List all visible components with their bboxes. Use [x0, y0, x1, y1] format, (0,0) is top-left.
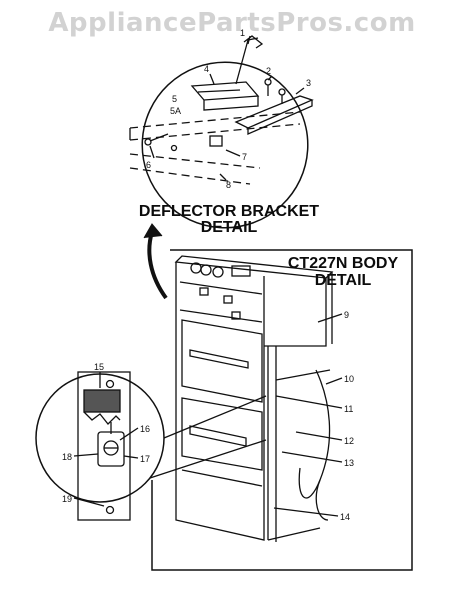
watermark: AppliancePartsPros.com — [48, 8, 416, 38]
deflector-title-line1: DEFLECTOR BRACKET — [138, 203, 320, 220]
callout-3: 3 — [306, 78, 311, 88]
thermostat-plate — [77, 371, 131, 521]
lower-oven-door — [181, 397, 263, 471]
callout-16: 16 — [140, 424, 150, 434]
callout-9: 9 — [344, 310, 349, 320]
panel-part — [129, 111, 301, 129]
body-detail-frame — [151, 249, 413, 571]
callout-12: 12 — [344, 436, 354, 446]
callout-10: 10 — [344, 374, 354, 384]
screw-part — [170, 144, 178, 152]
callout-15: 15 — [94, 362, 104, 372]
clip-part — [209, 135, 223, 147]
body-title-line1: CT227N BODY — [287, 255, 399, 272]
body-title-line2: DETAIL — [314, 272, 372, 289]
callout-14: 14 — [340, 512, 350, 522]
upper-oven-door — [181, 319, 263, 403]
screw-part — [144, 138, 152, 146]
deflector-title-line2: DETAIL — [200, 219, 258, 236]
callout-6: 6 — [146, 160, 151, 170]
deflector-detail-circle — [141, 61, 309, 229]
callout-5a: 5A — [170, 106, 181, 116]
callout-18: 18 — [62, 452, 72, 462]
callout-17: 17 — [140, 454, 150, 464]
callout-4: 4 — [204, 64, 209, 74]
callout-8: 8 — [226, 180, 231, 190]
callout-5: 5 — [172, 94, 177, 104]
cable — [298, 369, 331, 499]
callout-1: 1 — [240, 28, 245, 38]
thermostat — [97, 431, 125, 467]
callout-7: 7 — [242, 152, 247, 162]
screw-part — [278, 88, 286, 96]
callout-11: 11 — [344, 404, 353, 414]
callout-2: 2 — [266, 66, 271, 76]
callout-13: 13 — [344, 458, 354, 468]
callout-19: 19 — [62, 494, 72, 504]
detail-arrow — [147, 231, 168, 300]
